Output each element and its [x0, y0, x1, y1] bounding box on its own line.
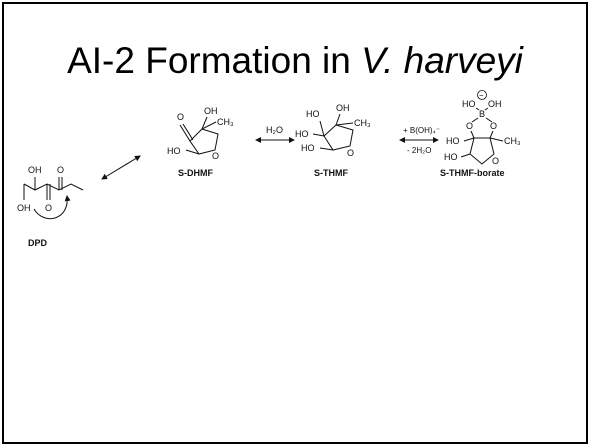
s-dhmf-label: S-DHMF: [178, 168, 213, 178]
borate-charge: −: [479, 91, 484, 100]
borate-ho: HO: [462, 99, 476, 109]
slide-title: AI-2 Formation in V. harveyi: [4, 40, 586, 82]
reaction-scheme: OH O OH O DPD O OH: [17, 90, 521, 248]
s-thmf-ho-top: HO: [306, 109, 320, 119]
dpd-o-bottom: O: [45, 203, 52, 213]
borate-ring-o: O: [492, 156, 499, 166]
s-thmf-label: S-THMF: [314, 168, 348, 178]
borate-boron: B: [479, 109, 485, 119]
borate-charge-circle: [477, 90, 487, 100]
borate-o-right: O: [490, 121, 497, 131]
s-dhmf-ho: HO: [167, 146, 181, 156]
equilibrium-arrow-1: [101, 155, 141, 180]
dpd-structure: OH O OH O DPD: [17, 165, 84, 248]
s-thmf-ho-bottom: HO: [301, 143, 315, 153]
borate-o-left: O: [466, 121, 473, 131]
title-text: AI-2 Formation in: [67, 40, 362, 81]
dpd-oh-bottom: OH: [17, 203, 31, 213]
s-dhmf-ring-o: O: [212, 151, 219, 161]
s-thmf-ring-o: O: [347, 148, 354, 158]
s-thmf-borate-label: S-THMF-borate: [440, 168, 505, 178]
s-dhmf-structure: O OH CH₃ O HO S-DHMF: [167, 106, 234, 178]
dpd-o-top: O: [57, 165, 64, 175]
dpd-oh-top: OH: [28, 165, 42, 175]
arrow-2-water: H₂O: [266, 125, 283, 135]
s-dhmf-oh: OH: [204, 106, 218, 116]
borate-methyl: CH₃: [504, 136, 521, 146]
s-thmf-oh: OH: [336, 103, 350, 113]
s-thmf-borate-structure: HO OH − B O O HO CH₃ O: [440, 90, 521, 178]
s-thmf-ho-mid: HO: [295, 129, 309, 139]
dpd-label: DPD: [28, 238, 48, 248]
borate-ho-mid: HO: [446, 136, 460, 146]
s-dhmf-methyl: CH₃: [217, 117, 234, 127]
s-thmf-structure: HO HO OH CH₃ O HO S-THMF: [295, 103, 371, 178]
arrow-3-borate: + B(OH)₄⁻: [403, 126, 440, 135]
s-thmf-methyl: CH₃: [354, 118, 371, 128]
borate-ho-bottom: HO: [444, 152, 458, 162]
arrow-3-water-loss: - 2H₂O: [407, 146, 431, 155]
title-species: V. harveyi: [361, 40, 523, 81]
borate-oh: OH: [488, 99, 502, 109]
s-dhmf-oxo: O: [177, 112, 184, 122]
